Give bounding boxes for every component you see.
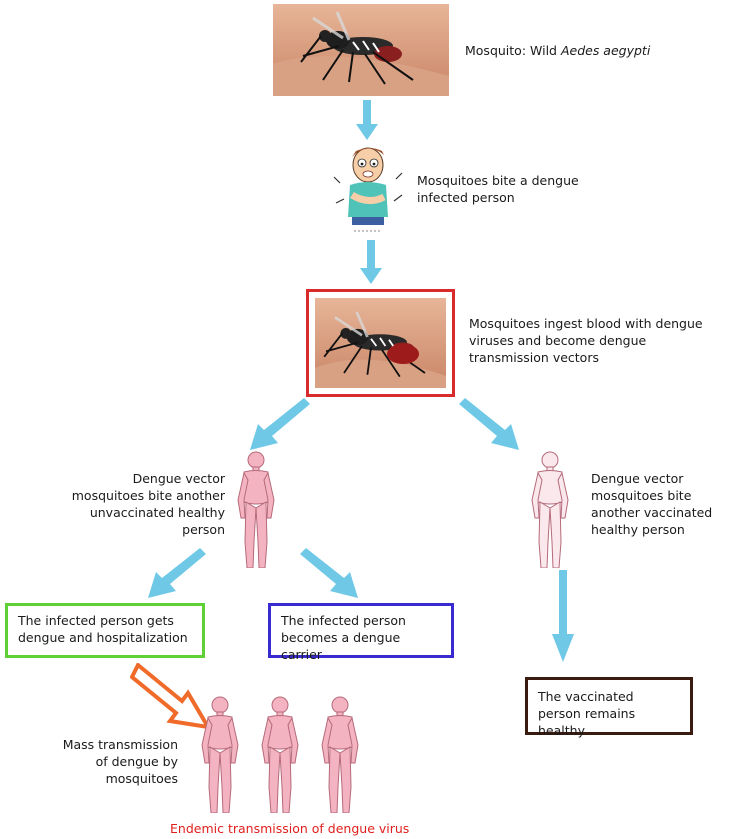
arrow-to-hospitalization bbox=[148, 548, 206, 598]
healthy-box: The vaccinated person remains healthy bbox=[525, 677, 693, 738]
engorged-mosquito-photo bbox=[315, 298, 446, 388]
unvaccinated-person bbox=[237, 451, 275, 568]
vaccinated-person bbox=[531, 451, 569, 568]
hospitalization-box: The infected person gets dengue and hosp… bbox=[5, 603, 205, 658]
infected-person-2 bbox=[261, 696, 299, 813]
arrow-right-branch bbox=[459, 398, 519, 450]
cartoon-bitten-person bbox=[333, 147, 403, 232]
outline-arrow-mass bbox=[130, 663, 212, 730]
endemic-caption: Endemic transmission of dengue virus bbox=[170, 821, 410, 836]
mass-transmission-text: Mass transmission of dengue by mosquitoe… bbox=[62, 737, 178, 786]
bite-unvaccinated-text: Dengue vector mosquitoes bite another un… bbox=[71, 471, 225, 537]
arrow-down-2 bbox=[360, 240, 382, 284]
mosquito-photo bbox=[273, 4, 449, 96]
arrow-left-branch bbox=[250, 398, 310, 450]
bite-vaccinated-text: Dengue vector mosquitoes bite another va… bbox=[591, 471, 713, 537]
mosquito-label: Mosquito: Wild bbox=[465, 43, 561, 58]
mosquito-caption: Mosquito: Wild Aedes aegypti bbox=[465, 42, 715, 59]
arrow-to-healthy bbox=[552, 570, 574, 662]
bite-infected-text: Mosquitoes bite a dengue infected person bbox=[417, 173, 579, 205]
infected-person-1 bbox=[201, 696, 239, 813]
arrow-down-1 bbox=[356, 100, 378, 140]
infected-person-3 bbox=[321, 696, 359, 813]
mosquito-species: Aedes aegypti bbox=[560, 43, 651, 58]
carrier-box: The infected person becomes a dengue car… bbox=[268, 603, 454, 662]
arrow-to-carrier bbox=[300, 548, 358, 598]
vector-photo-box bbox=[306, 289, 455, 397]
ingest-blood-text: Mosquitoes ingest blood with dengue viru… bbox=[469, 316, 703, 365]
